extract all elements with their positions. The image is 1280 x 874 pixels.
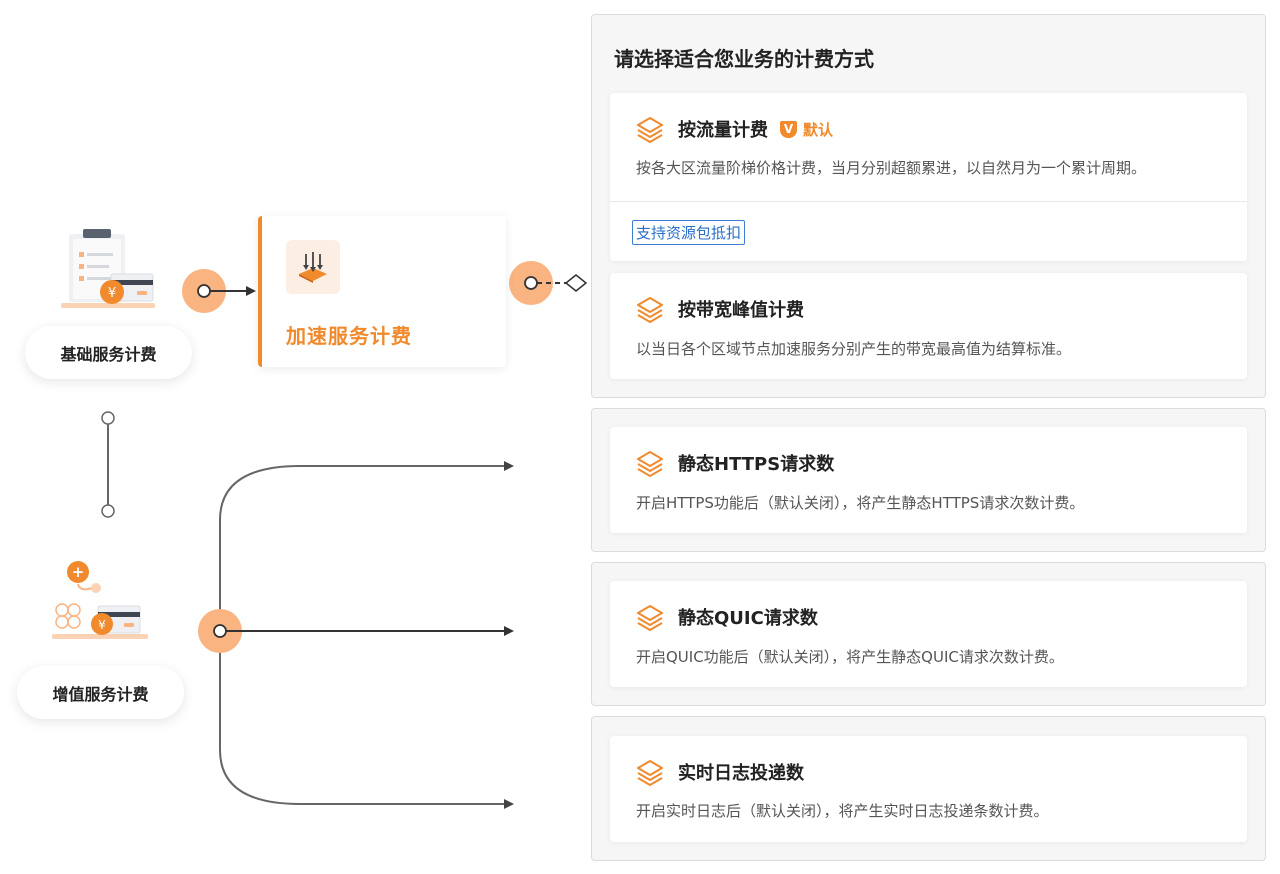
value-added-card[interactable]: 静态QUIC请求数 开启QUIC功能后（默认关闭），将产生静态QUIC请求次数计… [610, 581, 1247, 687]
realtime-log-panel: 实时日志投递数 开启实时日志后（默认关闭），将产生实时日志投递条数计费。 [591, 716, 1266, 861]
basic-service-pill[interactable]: 基础服务计费 [25, 326, 192, 379]
value-added-title: 静态QUIC请求数 [678, 608, 818, 629]
accelerate-icon [286, 240, 340, 294]
value-added-desc: 开启QUIC功能后（默认关闭），将产生静态QUIC请求次数计费。 [636, 648, 1064, 666]
default-badge: V 默认 [780, 119, 833, 140]
traffic-billing-desc: 按各大区流量阶梯价格计费，当月分别超额累进，以自然月为一个累计周期。 [636, 159, 1147, 177]
value-added-card[interactable]: 实时日志投递数 开启实时日志后（默认关闭），将产生实时日志投递条数计费。 [610, 736, 1247, 842]
traffic-billing-title: 按流量计费 [678, 120, 768, 141]
value-added-desc: 开启HTTPS功能后（默认关闭），将产生静态HTTPS请求次数计费。 [636, 494, 1085, 512]
https-request-panel: 静态HTTPS请求数 开启HTTPS功能后（默认关闭），将产生静态HTTPS请求… [591, 408, 1266, 552]
card-divider [610, 201, 1247, 202]
layers-icon [636, 758, 664, 786]
value-added-title: 静态HTTPS请求数 [678, 454, 835, 475]
value-added-service-pill[interactable]: 增值服务计费 [17, 666, 184, 719]
svg-text:+: + [72, 563, 85, 581]
basic-service-label: 基础服务计费 [60, 344, 157, 364]
value-added-card[interactable]: 静态HTTPS请求数 开启HTTPS功能后（默认关闭），将产生静态HTTPS请求… [610, 427, 1247, 533]
clipboard-bill-icon: ¥ [55, 226, 160, 311]
value-added-desc: 开启实时日志后（默认关闭），将产生实时日志投递条数计费。 [636, 802, 1049, 820]
bandwidth-billing-card[interactable]: 按带宽峰值计费 以当日各个区域节点加速服务分别产生的带宽最高值为结算标准。 [610, 273, 1247, 379]
resource-pack-tag[interactable]: 支持资源包抵扣 [632, 220, 746, 245]
traffic-billing-card[interactable]: 按流量计费 V 默认 按各大区流量阶梯价格计费，当月分别超额累进，以自然月为一个… [610, 93, 1247, 261]
accelerate-title: 加速服务计费 [286, 324, 412, 348]
value-added-title: 实时日志投递数 [678, 763, 804, 784]
plus-bill-icon: + ¥ [50, 558, 150, 643]
quic-request-panel: 静态QUIC请求数 开启QUIC功能后（默认关闭），将产生静态QUIC请求次数计… [591, 562, 1266, 706]
svg-text:¥: ¥ [98, 618, 106, 632]
layers-icon [636, 295, 664, 323]
value-added-service-label: 增值服务计费 [52, 684, 149, 704]
default-badge-icon: V [780, 120, 797, 138]
billing-method-panel: 请选择适合您业务的计费方式 按流量计费 V 默认 按各大区流量阶梯价格计费，当月… [591, 14, 1266, 398]
layers-icon [636, 603, 664, 631]
default-badge-label: 默认 [803, 120, 834, 139]
panel-title: 请选择适合您业务的计费方式 [614, 47, 874, 71]
bandwidth-billing-title: 按带宽峰值计费 [678, 300, 804, 321]
svg-text:¥: ¥ [108, 286, 116, 301]
layers-icon [636, 449, 664, 477]
accelerate-billing-card[interactable]: 加速服务计费 [258, 216, 506, 367]
layers-icon [636, 115, 664, 143]
bandwidth-billing-desc: 以当日各个区域节点加速服务分别产生的带宽最高值为结算标准。 [636, 340, 1072, 358]
